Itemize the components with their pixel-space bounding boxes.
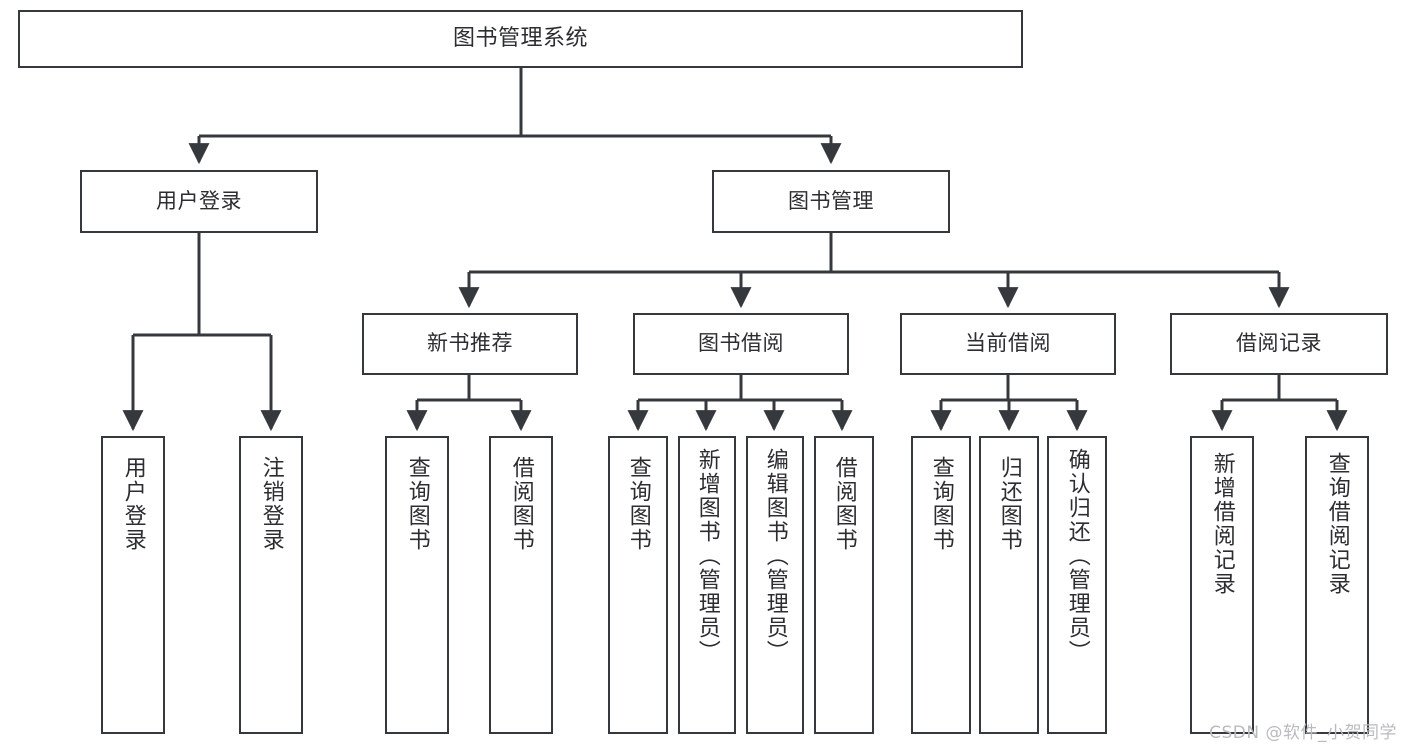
- node-new-book-recommend[interactable]: 新书推荐: [362, 313, 578, 375]
- leaf-query-book-2-label: 查询图书: [625, 456, 651, 552]
- leaf-user-login-label: 用户登录: [120, 456, 146, 552]
- leaf-logout-login[interactable]: 注销登录: [239, 436, 303, 734]
- leaf-query-book-1-label: 查询图书: [404, 456, 430, 552]
- leaf-user-login[interactable]: 用户登录: [101, 436, 165, 734]
- leaf-borrow-book-1[interactable]: 借阅图书: [489, 436, 553, 734]
- leaf-add-record-label: 新增借阅记录: [1209, 452, 1235, 596]
- node-book-manage-label: 图书管理: [788, 188, 874, 213]
- node-user-login[interactable]: 用户登录: [80, 170, 318, 233]
- node-book-borrow-label: 图书借阅: [698, 331, 784, 356]
- leaf-edit-book-label: 编辑图书（管理员）: [762, 448, 788, 664]
- node-user-login-label: 用户登录: [156, 188, 242, 213]
- leaf-edit-book[interactable]: 编辑图书（管理员）: [746, 436, 804, 734]
- leaf-return-book[interactable]: 归还图书: [979, 436, 1039, 734]
- leaf-query-record[interactable]: 查询借阅记录: [1305, 436, 1369, 734]
- leaf-borrow-book-2-label: 借阅图书: [831, 456, 857, 552]
- leaf-confirm-return-label: 确认归还（管理员）: [1064, 448, 1090, 664]
- csdn-watermark: CSDN @软件_小贺同学: [1209, 723, 1397, 743]
- leaf-borrow-book-1-label: 借阅图书: [508, 456, 534, 552]
- node-new-book-recommend-label: 新书推荐: [427, 331, 513, 356]
- node-root-label: 图书管理系统: [452, 25, 588, 51]
- leaf-add-book[interactable]: 新增图书（管理员）: [678, 436, 736, 734]
- leaf-query-book-1[interactable]: 查询图书: [385, 436, 449, 734]
- node-root[interactable]: 图书管理系统: [18, 10, 1023, 68]
- leaf-query-book-2[interactable]: 查询图书: [608, 436, 668, 734]
- node-current-borrow-label: 当前借阅: [965, 331, 1051, 356]
- node-borrow-record[interactable]: 借阅记录: [1170, 313, 1388, 375]
- leaf-query-book-3-label: 查询图书: [928, 456, 954, 552]
- node-current-borrow[interactable]: 当前借阅: [900, 313, 1116, 375]
- leaf-query-record-label: 查询借阅记录: [1324, 452, 1350, 596]
- leaf-return-book-label: 归还图书: [996, 456, 1022, 552]
- leaf-add-record[interactable]: 新增借阅记录: [1190, 436, 1254, 734]
- node-book-borrow[interactable]: 图书借阅: [633, 313, 849, 375]
- node-borrow-record-label: 借阅记录: [1236, 331, 1322, 356]
- leaf-borrow-book-2[interactable]: 借阅图书: [814, 436, 874, 734]
- leaf-query-book-3[interactable]: 查询图书: [911, 436, 971, 734]
- leaf-add-book-label: 新增图书（管理员）: [694, 448, 720, 664]
- leaf-confirm-return[interactable]: 确认归还（管理员）: [1047, 436, 1107, 734]
- node-book-manage[interactable]: 图书管理: [712, 170, 950, 233]
- leaf-logout-login-label: 注销登录: [258, 456, 284, 552]
